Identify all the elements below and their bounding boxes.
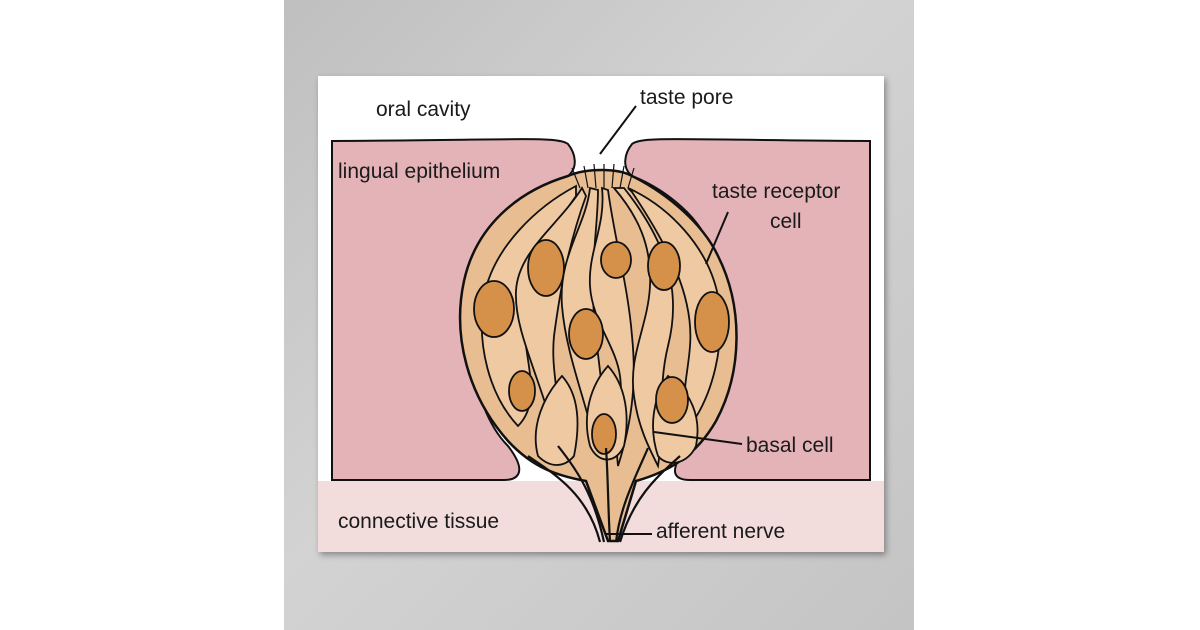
afferent-nerve-fibers xyxy=(527,445,681,543)
taste-bud-diagram xyxy=(318,105,884,552)
label-taste-receptor-cell-line1: taste receptor xyxy=(712,180,841,203)
label-oral-cavity: oral cavity xyxy=(376,98,471,121)
label-basal-cell: basal cell xyxy=(746,434,834,457)
label-taste-pore: taste pore xyxy=(640,86,734,109)
poster: oral cavity taste pore lingual epitheliu… xyxy=(318,76,884,552)
label-taste-receptor-cell-line2: cell xyxy=(770,210,802,233)
label-afferent-nerve: afferent nerve xyxy=(656,520,786,543)
cell-nuclei xyxy=(473,239,730,455)
label-lingual-epithelium: lingual epithelium xyxy=(338,160,501,183)
leader-lines xyxy=(599,105,743,535)
microvilli xyxy=(571,163,635,189)
label-connective-tissue: connective tissue xyxy=(338,510,500,533)
